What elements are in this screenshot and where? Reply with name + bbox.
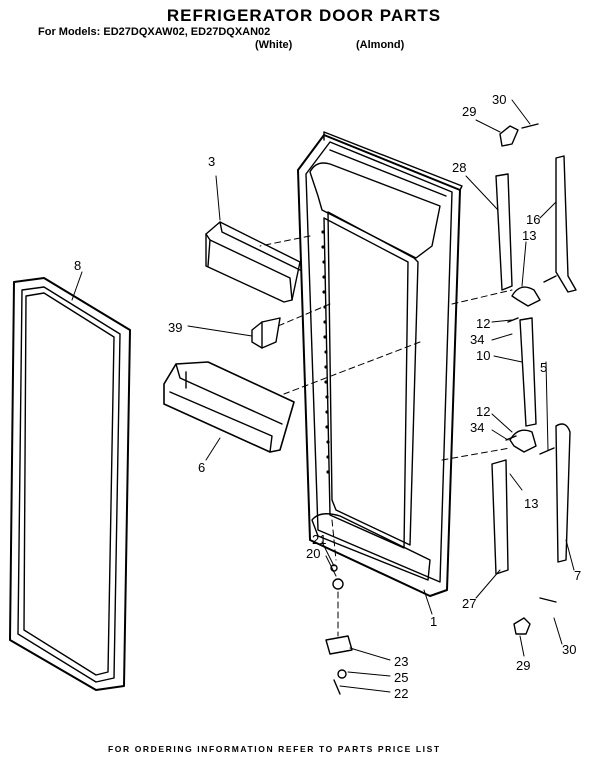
callout-30-bottom: 30 bbox=[562, 642, 576, 657]
callout-1: 1 bbox=[430, 614, 437, 629]
callout-16: 16 bbox=[526, 212, 540, 227]
callout-8: 8 bbox=[74, 258, 81, 273]
callout-20: 20 bbox=[306, 546, 320, 561]
callout-27: 27 bbox=[462, 596, 476, 611]
callout-23: 23 bbox=[394, 654, 408, 669]
callout-29-top: 29 bbox=[462, 104, 476, 119]
callout-25: 25 bbox=[394, 670, 408, 685]
callout-21: 21 bbox=[312, 532, 326, 547]
shelf-holes bbox=[321, 230, 330, 474]
hinge-strips bbox=[491, 155, 577, 575]
almond-label: (Almond) bbox=[356, 39, 405, 51]
callout-13-lower: 13 bbox=[524, 496, 538, 511]
leader-lines bbox=[71, 99, 575, 693]
bracket bbox=[251, 317, 281, 349]
models-line: For Models: ED27DQXAW02, ED27DQXAN02 bbox=[38, 26, 271, 38]
callout-10: 10 bbox=[476, 348, 490, 363]
callout-12-lower: 12 bbox=[476, 404, 490, 419]
callout-30-top: 30 bbox=[492, 92, 506, 107]
door-gasket bbox=[9, 277, 131, 691]
ordering-footer: FOR ORDERING INFORMATION REFER TO PARTS … bbox=[108, 744, 441, 754]
callout-39: 39 bbox=[168, 320, 182, 335]
door-liner bbox=[297, 131, 463, 597]
callout-numbers: 30 29 28 3 16 13 8 12 34 39 10 5 12 34 6… bbox=[74, 92, 581, 701]
callout-28: 28 bbox=[452, 160, 466, 175]
callout-7: 7 bbox=[574, 568, 581, 583]
callout-29-bottom: 29 bbox=[516, 658, 530, 673]
callout-6: 6 bbox=[198, 460, 205, 475]
diagram-title: REFRIGERATOR DOOR PARTS bbox=[166, 6, 442, 25]
callout-3: 3 bbox=[208, 154, 215, 169]
white-label: (White) bbox=[255, 39, 293, 51]
callout-34-lower: 34 bbox=[470, 420, 484, 435]
callout-12-upper: 12 bbox=[476, 316, 490, 331]
callout-22: 22 bbox=[394, 686, 408, 701]
callout-34-upper: 34 bbox=[470, 332, 484, 347]
callout-13-upper: 13 bbox=[522, 228, 536, 243]
hinges bbox=[325, 123, 557, 695]
door-bin bbox=[163, 361, 295, 453]
bin-cover bbox=[205, 221, 301, 303]
callout-5: 5 bbox=[540, 360, 547, 375]
